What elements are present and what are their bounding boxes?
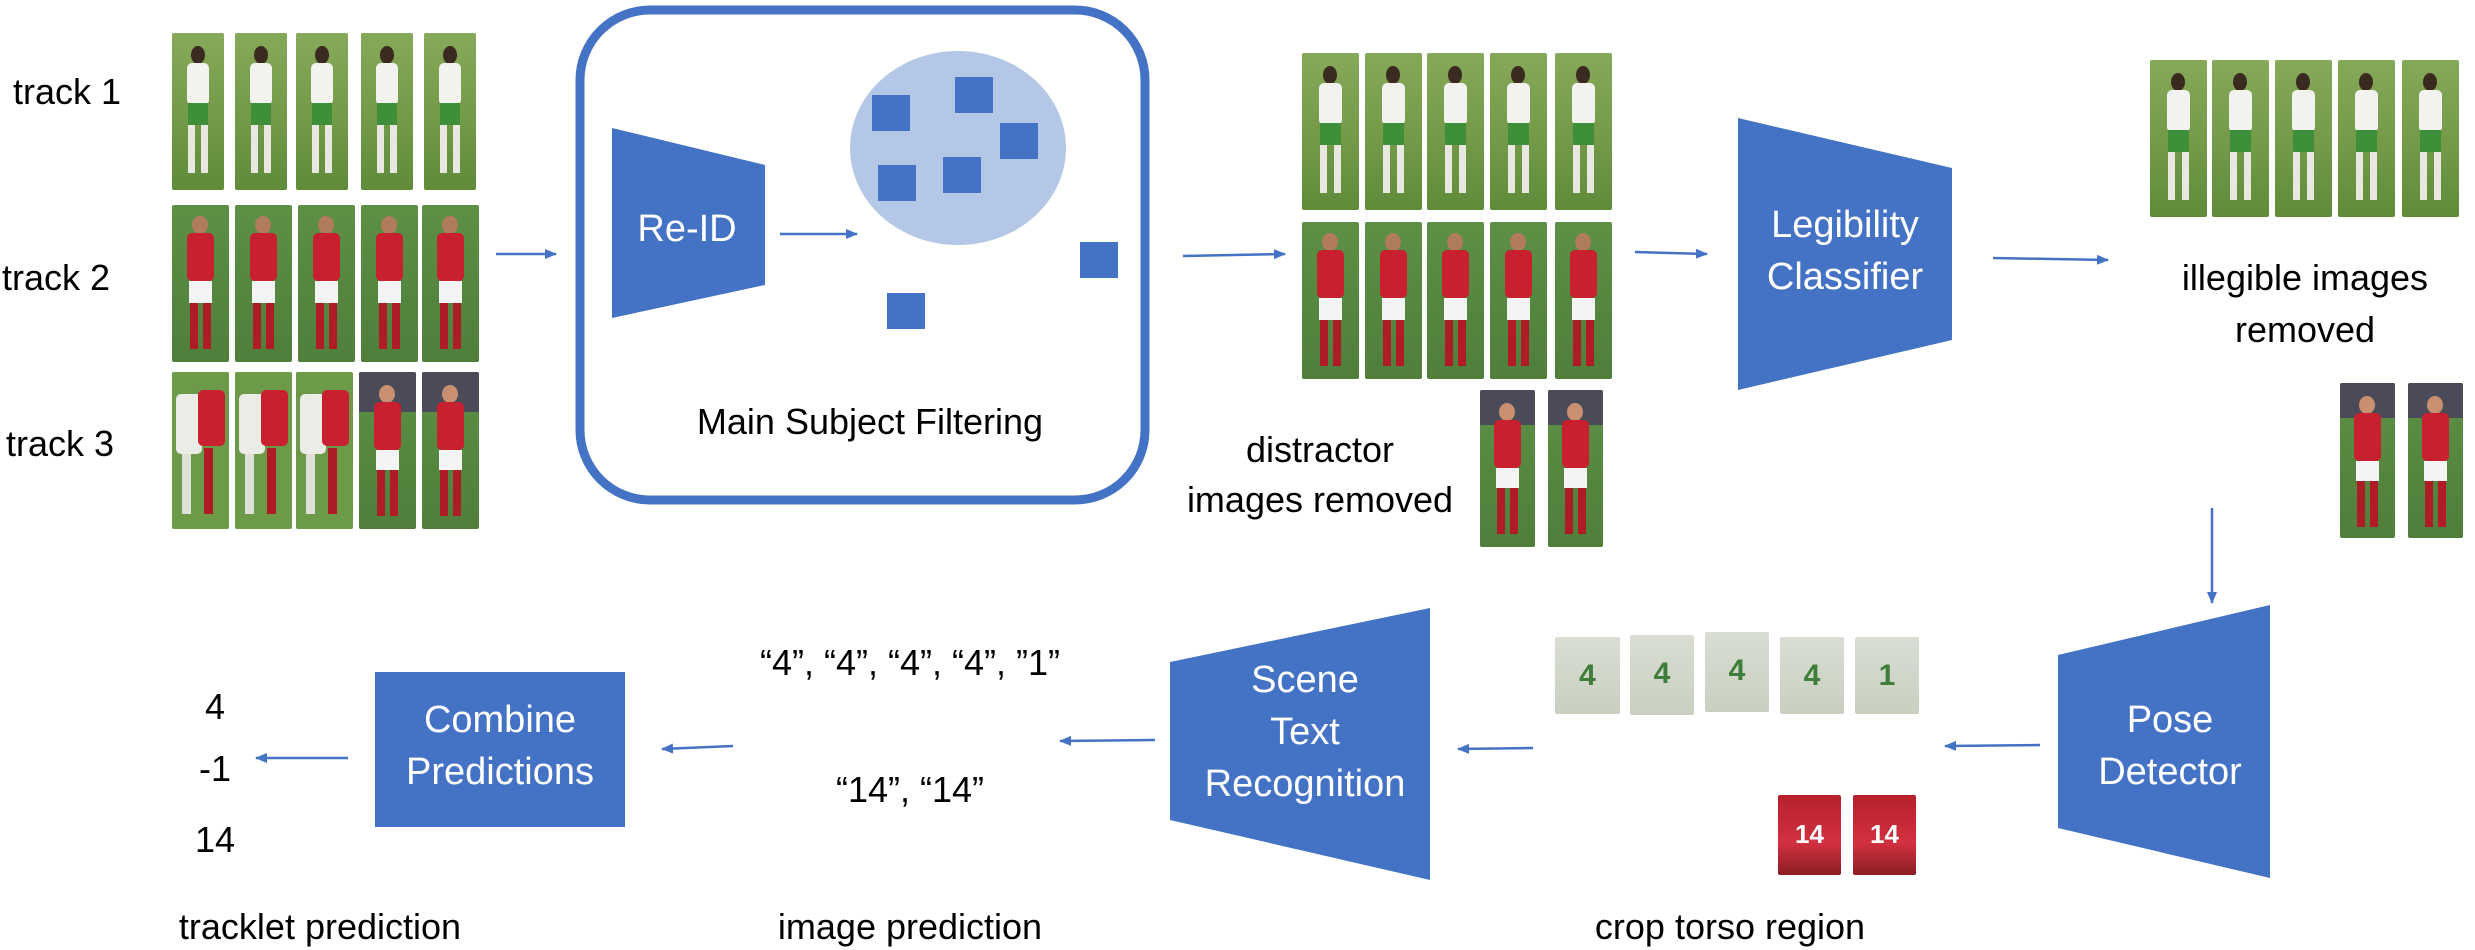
distractor-image — [1548, 390, 1603, 547]
track-3-image — [296, 372, 353, 529]
embedding-point — [955, 77, 993, 113]
filtered-green-image — [1490, 53, 1547, 210]
track-3-image — [422, 372, 479, 529]
pose-label-line1: Pose — [2126, 699, 2214, 741]
embedding-point — [1080, 242, 1118, 278]
track-2-image — [235, 205, 292, 362]
torso-crop: 4 — [1780, 637, 1844, 714]
combine-label-line1: Combine — [423, 699, 577, 741]
torso-crop: 4 — [1555, 637, 1620, 714]
image-pred-label: image prediction — [777, 906, 1043, 947]
reid-label: Re-ID — [637, 208, 737, 250]
distractor-image — [1480, 390, 1535, 547]
str-label-line1: Scene — [1251, 659, 1359, 701]
legible-red-image — [2408, 383, 2463, 538]
track-2-image — [298, 205, 355, 362]
torso-crop: 4 — [1705, 632, 1769, 712]
arrow-filtered-to-legibility — [1634, 248, 1708, 259]
arrow-pose-to-crops — [1944, 740, 2041, 751]
tracklet-value: 4 — [204, 686, 226, 727]
track-1-image — [235, 33, 287, 190]
filtered-red-image — [1427, 222, 1484, 379]
tracklet-label: tracklet prediction — [178, 906, 462, 947]
distractor-label-line1: distractor — [1245, 429, 1395, 470]
arrow-str-to-preds — [1059, 735, 1156, 746]
torso-crop: 1 — [1855, 637, 1919, 714]
filtered-green-image — [1427, 53, 1484, 210]
track-3-image — [235, 372, 292, 529]
legibility-label-line2: Classifier — [1766, 256, 1924, 298]
main-filter-label: Main Subject Filtering — [696, 401, 1044, 442]
crop-label: crop torso region — [1594, 906, 1866, 947]
embedding-point — [872, 95, 910, 131]
str-label-line2: Text — [1270, 711, 1340, 753]
track-3-image — [172, 372, 229, 529]
filtered-green-image — [1365, 53, 1422, 210]
legible-image — [2338, 60, 2395, 217]
track-2-label: track 2 — [2, 257, 111, 298]
track-2-image — [172, 205, 229, 362]
legible-image — [2150, 60, 2207, 217]
filtered-red-image — [1555, 222, 1612, 379]
str-label-line3: Recognition — [1204, 763, 1406, 805]
torso-crop-red: 14 — [1778, 795, 1841, 875]
main-subject-filter-box — [575, 5, 1150, 505]
torso-crop-red: 14 — [1853, 795, 1916, 875]
combine-label-line2: Predictions — [406, 751, 594, 793]
track-1-label: track 1 — [13, 71, 122, 112]
track-3-image — [359, 372, 416, 529]
tracklet-value: 14 — [194, 819, 236, 860]
filtered-green-image — [1555, 53, 1612, 210]
illegible-label-line2: removed — [2234, 309, 2376, 350]
legible-image — [2275, 60, 2332, 217]
filtered-green-image — [1302, 53, 1359, 210]
legible-image — [2402, 60, 2459, 217]
embedding-point — [943, 157, 981, 193]
tracklet-value: -1 — [198, 748, 231, 789]
legibility-trapezoid — [1738, 118, 1952, 390]
filtered-red-image — [1490, 222, 1547, 379]
arrow-filter-to-filtered — [1182, 249, 1286, 260]
pose-trapezoid — [2058, 605, 2270, 878]
filtered-red-image — [1302, 222, 1359, 379]
track-1-image — [361, 33, 413, 190]
arrow-legibility-to-legible — [1992, 254, 2109, 265]
illegible-label-line1: illegible images — [2181, 257, 2429, 298]
legible-red-image — [2340, 383, 2395, 538]
track-1-image — [296, 33, 348, 190]
track-3-label: track 3 — [6, 423, 115, 464]
torso-crop: 4 — [1630, 635, 1694, 715]
image-pred-green: “4”, “4”, “4”, “4”, ”1” — [759, 642, 1060, 683]
distractor-label-line2: images removed — [1186, 479, 1454, 520]
embedding-point — [887, 293, 925, 329]
embedding-point — [878, 165, 916, 201]
reid-trapezoid — [612, 128, 765, 318]
pose-label-line2: Detector — [2098, 751, 2242, 793]
arrow-preds-to-combine — [661, 743, 734, 754]
str-trapezoid — [1170, 608, 1430, 880]
track-1-image — [172, 33, 224, 190]
filtered-red-image — [1365, 222, 1422, 379]
track-1-image — [424, 33, 476, 190]
track-2-image — [361, 205, 418, 362]
legibility-label-line1: Legibility — [1771, 204, 1919, 246]
arrow-crops-to-str — [1457, 743, 1534, 754]
legible-image — [2212, 60, 2269, 217]
image-pred-red: “14”, “14” — [835, 769, 985, 810]
combine-box — [375, 672, 625, 827]
embedding-point — [1000, 123, 1038, 159]
track-2-image — [422, 205, 479, 362]
